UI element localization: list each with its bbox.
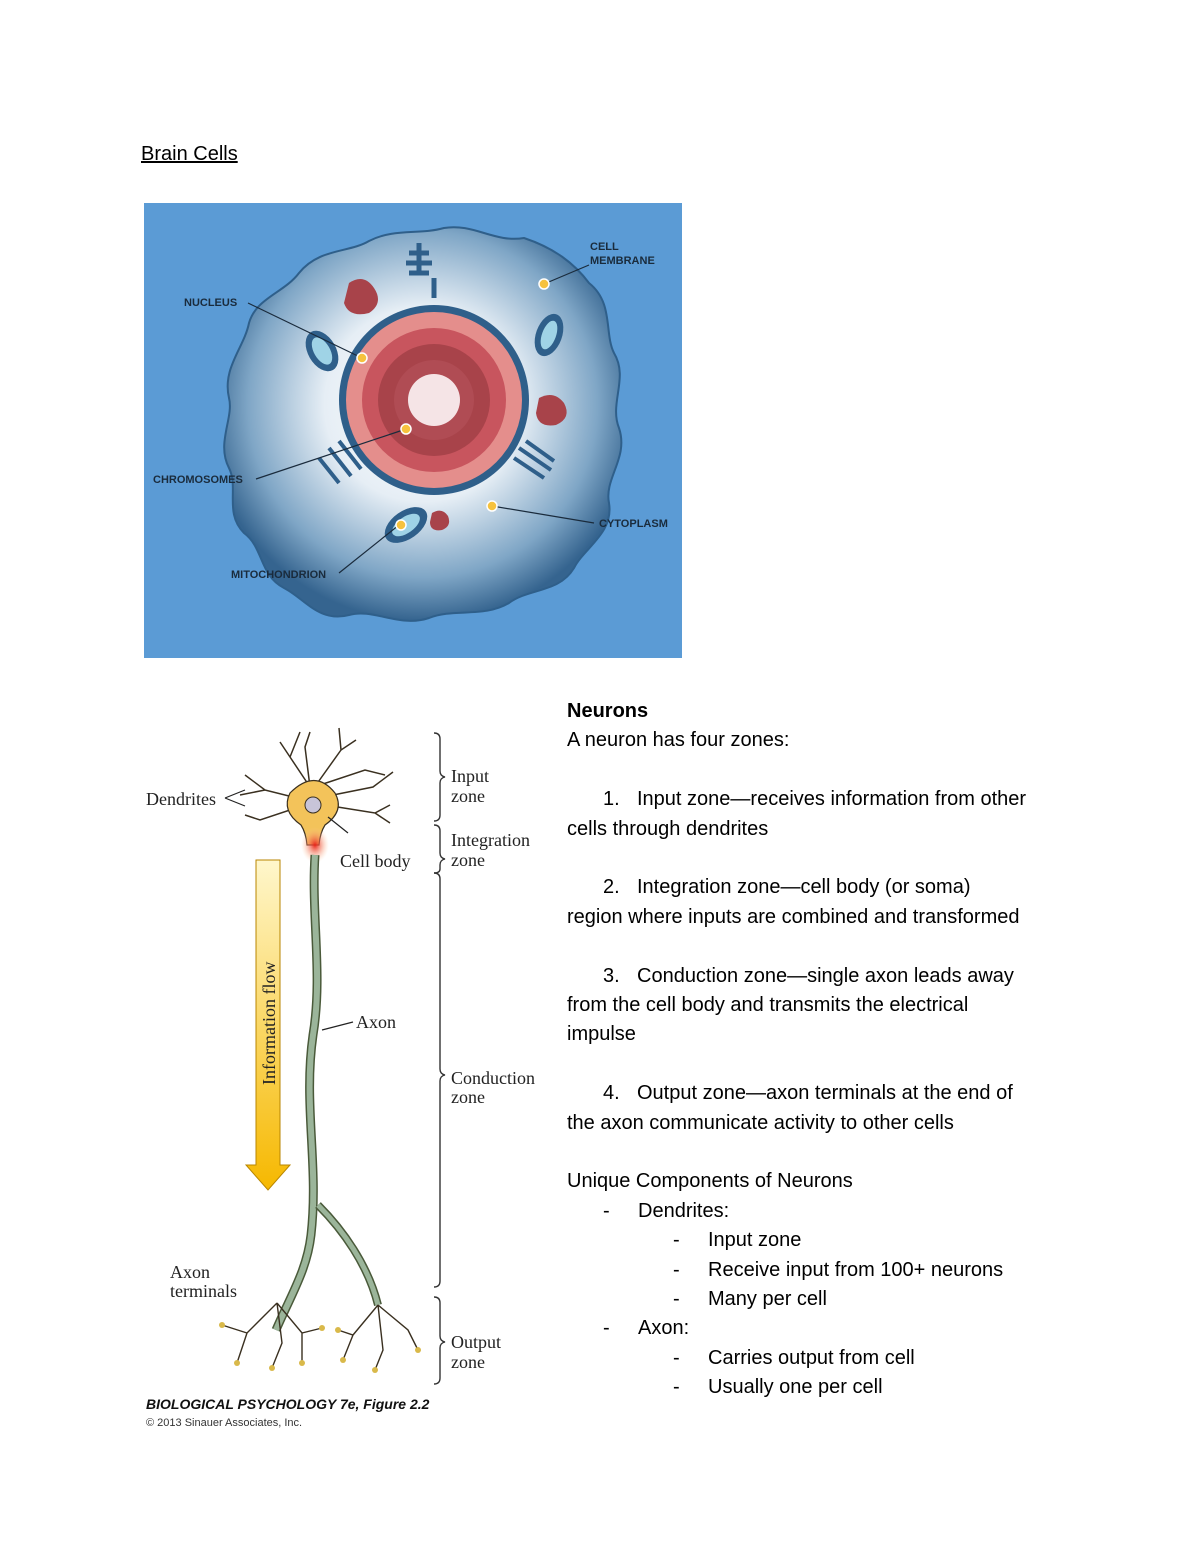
terminal-boutons	[219, 1322, 421, 1373]
soma-nucleus	[304, 796, 322, 814]
section-heading-neurons: Neurons	[567, 700, 649, 722]
label-input-zone: Input	[451, 766, 489, 786]
label-cell-membrane-line2: MEMBRANE	[590, 255, 655, 267]
label-integration-zone-line2: zone	[451, 850, 485, 870]
label-conduction-zone-line2: zone	[451, 1087, 485, 1107]
pointer-lines	[224, 789, 354, 1031]
zone-item-4-cont: the axon communicate activity to other c…	[567, 1111, 954, 1134]
zone-item-3: 3.Conduction zone—single axon leads away	[603, 964, 1014, 987]
components-heading: Unique Components of Neurons	[567, 1170, 853, 1193]
zone-item-4: 4.Output zone—axon terminals at the end …	[603, 1082, 1013, 1105]
page-title: Brain Cells	[141, 143, 238, 165]
label-mitochondrion: MITOCHONDRION	[231, 569, 326, 581]
label-conduction-zone: Conduction	[451, 1068, 535, 1088]
label-cytoplasm: CYTOPLASM	[599, 518, 668, 530]
leader-lines	[247, 264, 595, 574]
neuron-diagram: Information flow Dendrites Cell body Axo…	[146, 727, 535, 1429]
label-axon-terminals: Axon	[170, 1262, 210, 1282]
label-output-zone-line2: zone	[451, 1352, 485, 1372]
nucleus	[339, 305, 529, 495]
label-nucleus: NUCLEUS	[184, 297, 237, 309]
label-chromosomes: CHROMOSOMES	[153, 474, 243, 486]
label-markers	[356, 278, 550, 531]
label-information-flow: Information flow	[259, 962, 279, 1085]
bullet-axon: -Axon:	[603, 1317, 690, 1340]
terminal-branches	[221, 1302, 419, 1371]
label-axon-terminals-line2: terminals	[170, 1281, 237, 1301]
axon-branch	[315, 1202, 382, 1306]
organelles	[305, 243, 567, 543]
figure-copyright: © 2013 Sinauer Associates, Inc.	[146, 1417, 302, 1429]
sub-bullet: -Usually one per cell	[673, 1376, 883, 1399]
label-input-zone-line2: zone	[451, 786, 485, 806]
zone-item-1: 1.Input zone—receives information from o…	[603, 788, 1027, 811]
zone-item-2-cont: region where inputs are combined and tra…	[567, 905, 1020, 928]
sub-bullet: -Receive input from 100+ neurons	[673, 1258, 1004, 1281]
bullet-dendrites: -Dendrites:	[603, 1199, 730, 1222]
intro-text: A neuron has four zones:	[567, 729, 790, 752]
label-dendrites: Dendrites	[146, 789, 216, 809]
sub-bullet: -Carries output from cell	[673, 1346, 915, 1369]
sub-bullet: -Input zone	[673, 1229, 802, 1252]
cell-diagram: CELL MEMBRANE NUCLEUS CHROMOSOMES CYTOPL…	[144, 203, 682, 658]
neurons-notes: Neurons A neuron has four zones: 1.Input…	[567, 697, 1087, 1403]
information-flow-arrow	[244, 859, 292, 1191]
label-cell-body: Cell body	[340, 851, 411, 871]
label-cell-membrane: CELL	[590, 241, 619, 253]
label-output-zone: Output	[451, 1332, 501, 1352]
figure-caption: BIOLOGICAL PSYCHOLOGY 7e, Figure 2.2	[146, 1396, 430, 1412]
zone-item-1-cont: cells through dendrites	[567, 817, 769, 840]
zone-item-2: 2.Integration zone—cell body (or soma)	[603, 876, 971, 899]
label-integration-zone: Integration	[451, 830, 530, 850]
zone-braces	[433, 732, 446, 1385]
label-axon: Axon	[356, 1012, 396, 1032]
zone-item-3-cont2: impulse	[567, 1023, 636, 1046]
zone-item-3-cont: from the cell body and transmits the ele…	[567, 994, 969, 1017]
axon-hillock	[301, 827, 329, 863]
sub-bullet: -Many per cell	[673, 1288, 827, 1311]
axon-inner	[273, 854, 321, 1332]
